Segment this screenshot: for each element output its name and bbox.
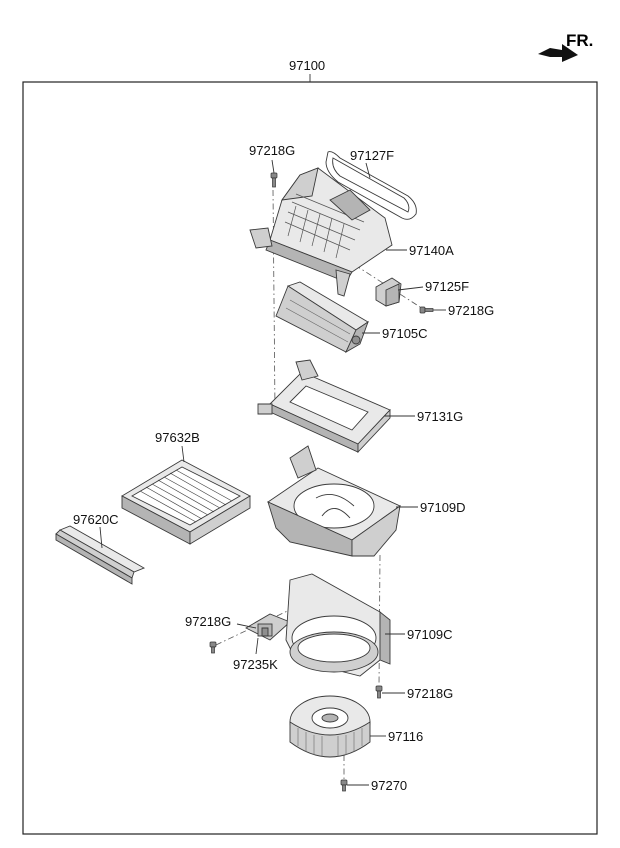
assembly-frame: 97100: [22, 58, 598, 835]
label-97270: 97270: [371, 778, 407, 793]
part-97116-blower-motor: [289, 695, 371, 758]
part-labels: 97218G 97127F 97140A 97125F 97218G 97105…: [73, 143, 494, 793]
part-97140a-upper-case: [249, 167, 393, 297]
label-97109d: 97109D: [420, 500, 466, 515]
label-97235k: 97235K: [233, 657, 278, 672]
label-97632b: 97632B: [155, 430, 200, 445]
front-label: FR.: [566, 31, 593, 50]
label-97127f: 97127F: [350, 148, 394, 163]
part-97125f-bracket: [375, 277, 402, 307]
label-97125f: 97125F: [425, 279, 469, 294]
label-97140a: 97140A: [409, 243, 454, 258]
label-97116: 97116: [388, 729, 423, 744]
label-97218g-mid: 97218G: [448, 303, 494, 318]
alignment-lines: [215, 189, 421, 780]
label-97218g-top: 97218G: [249, 143, 295, 158]
label-97131g: 97131G: [417, 409, 463, 424]
assembly-number: 97100: [289, 58, 325, 73]
part-97127f-seal: [325, 151, 417, 220]
label-97109c: 97109C: [407, 627, 453, 642]
front-direction-marker: FR.: [538, 31, 593, 62]
label-97620c: 97620C: [73, 512, 119, 527]
part-97105c-intake-door: [275, 281, 369, 354]
part-97235k-resistor: [245, 613, 291, 641]
bolt-97218g-low: [375, 685, 383, 699]
label-97218g-left: 97218G: [185, 614, 231, 629]
part-97131g-frame: [257, 359, 391, 454]
label-97105c: 97105C: [382, 326, 428, 341]
bolt-97218g-left: [209, 641, 217, 654]
leader-lines: [99, 159, 446, 786]
label-97218g-low: 97218G: [407, 686, 453, 701]
part-97109d-blower-housing: [267, 445, 401, 557]
screw-97270: [340, 779, 348, 792]
bolt-97218g-top: [270, 172, 278, 188]
part-97620c-duct: [55, 525, 146, 585]
part-97109c-lower-case: [285, 573, 391, 677]
part-97632b-cabin-filter: [121, 459, 251, 545]
front-arrow-icon: [538, 44, 578, 62]
bolt-97218g-mid: [419, 306, 434, 314]
